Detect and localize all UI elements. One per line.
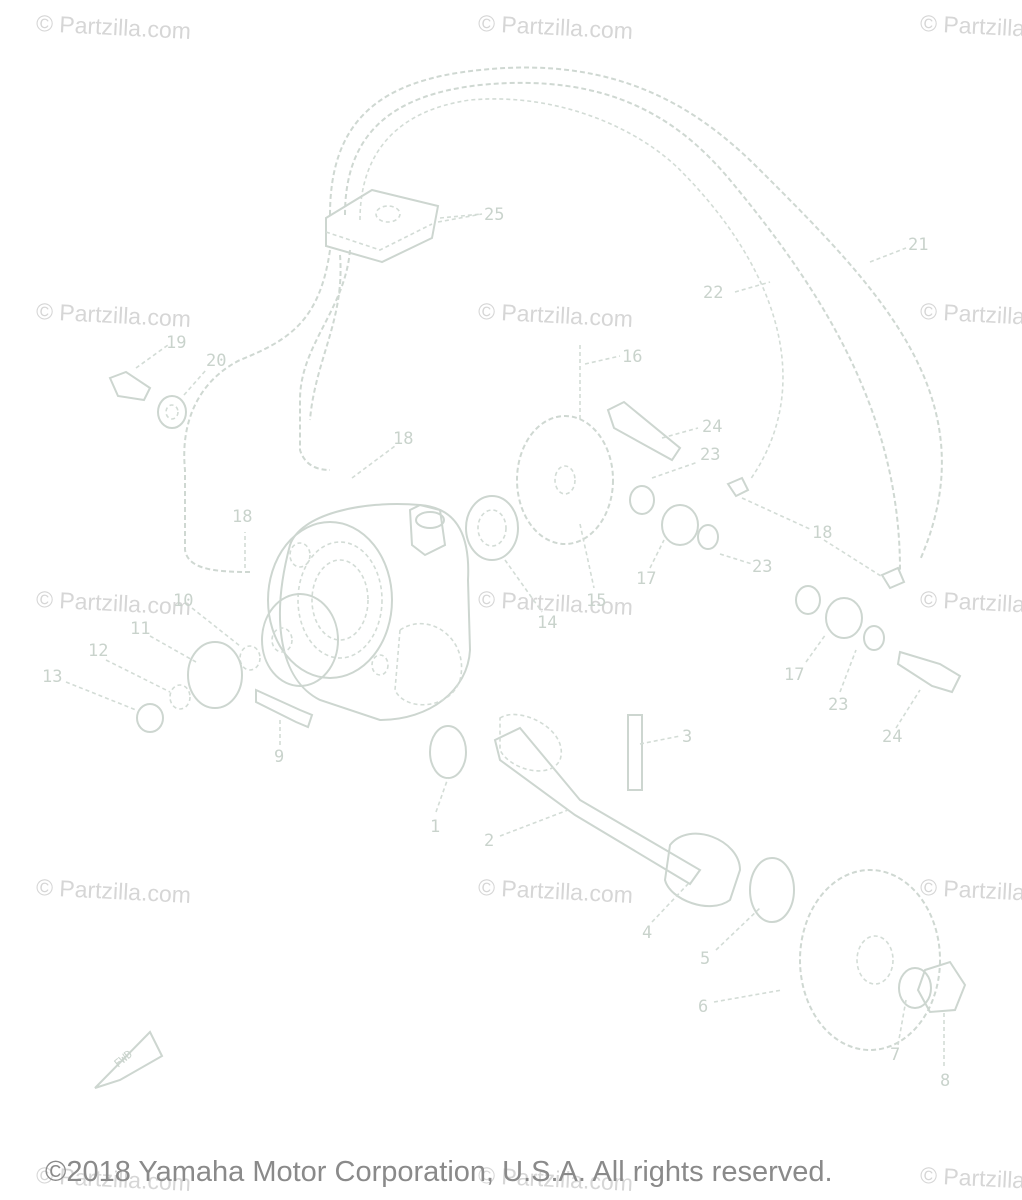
callout-13: 13 bbox=[42, 667, 62, 687]
callout-12: 12 bbox=[88, 641, 108, 661]
callout-18: 18 bbox=[393, 429, 413, 449]
left-fasteners bbox=[136, 641, 314, 733]
callout-3: 3 bbox=[682, 727, 692, 747]
callout-6: 6 bbox=[698, 997, 708, 1017]
callout-17: 17 bbox=[784, 665, 804, 685]
callout-19: 19 bbox=[166, 333, 186, 353]
callout-1: 1 bbox=[430, 817, 440, 837]
callout-10: 10 bbox=[173, 591, 193, 611]
callout-23: 23 bbox=[828, 695, 848, 715]
callout-16: 16 bbox=[622, 347, 642, 367]
driven-gear bbox=[465, 345, 614, 561]
callout-2: 2 bbox=[484, 831, 494, 851]
callout-24: 24 bbox=[882, 727, 902, 747]
callout-8: 8 bbox=[940, 1071, 950, 1091]
callout-9: 9 bbox=[274, 747, 284, 767]
copyright-notice: ©2018 Yamaha Motor Corporation, U.S.A. A… bbox=[45, 1156, 833, 1188]
right-fittings bbox=[606, 400, 962, 694]
callout-4: 4 bbox=[642, 923, 652, 943]
callout-17: 17 bbox=[636, 569, 656, 589]
leader-lines bbox=[65, 213, 945, 1066]
callout-21: 21 bbox=[908, 235, 928, 255]
upper-left-bolt bbox=[108, 370, 187, 429]
callout-11: 11 bbox=[130, 619, 150, 639]
callout-20: 20 bbox=[206, 351, 226, 371]
callout-23: 23 bbox=[700, 445, 720, 465]
callout-25: 25 bbox=[484, 205, 504, 225]
pump-body bbox=[261, 503, 472, 722]
fwd-arrow-icon: FWD bbox=[94, 1030, 164, 1089]
cable-clamp bbox=[325, 188, 483, 264]
callout-labels: 25 21 22 16 19 20 24 23 18 18 18 17 23 1… bbox=[42, 205, 950, 1091]
callout-22: 22 bbox=[703, 283, 723, 303]
callout-24: 24 bbox=[702, 417, 722, 437]
callout-23: 23 bbox=[752, 557, 772, 577]
callout-18: 18 bbox=[812, 523, 832, 543]
callout-7: 7 bbox=[890, 1045, 900, 1065]
callout-15: 15 bbox=[586, 591, 606, 611]
shaft-assembly bbox=[429, 713, 967, 1051]
callout-5: 5 bbox=[700, 949, 710, 969]
callout-18: 18 bbox=[232, 507, 252, 527]
cable-assembly bbox=[183, 66, 943, 573]
callout-14: 14 bbox=[537, 613, 557, 633]
